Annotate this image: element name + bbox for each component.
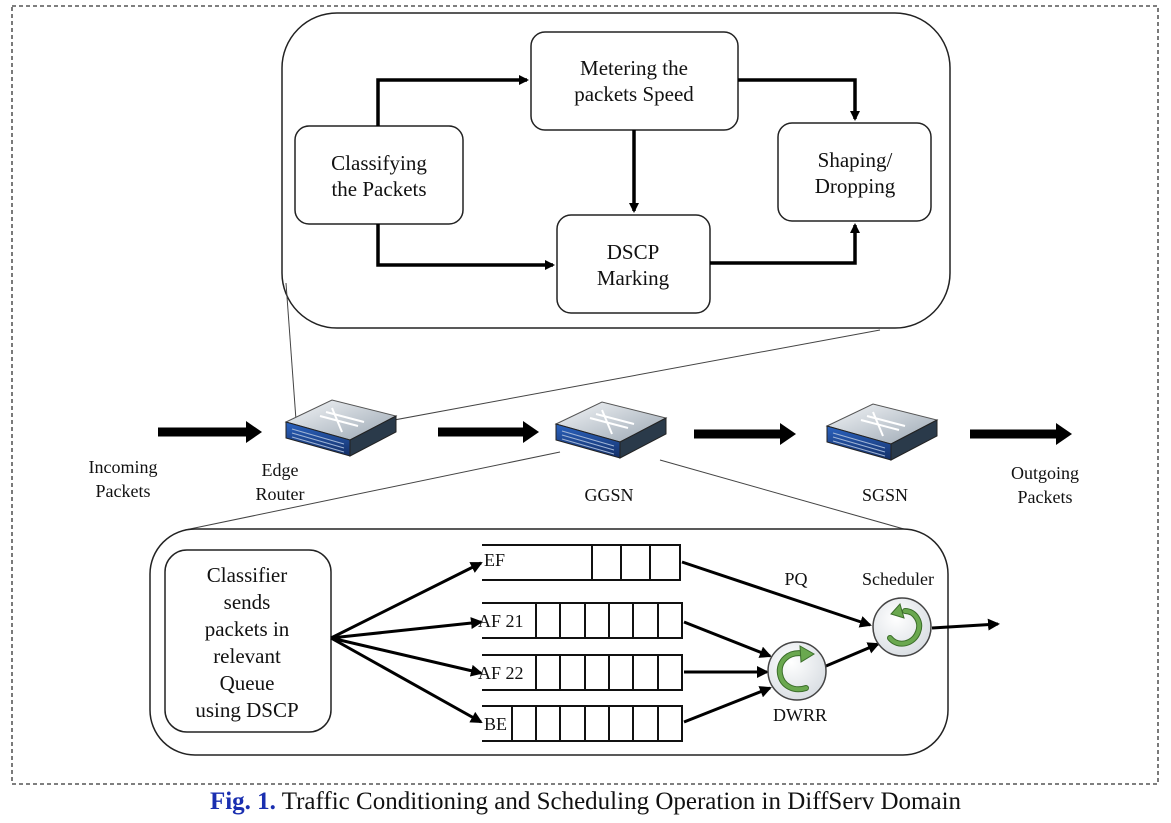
metering-label-1: Metering the xyxy=(580,56,688,80)
arrow-be-to-dwrr xyxy=(683,686,772,724)
edge-router-label-2: Router xyxy=(256,484,305,504)
top-panel xyxy=(281,12,951,329)
pq-label: PQ xyxy=(784,569,807,589)
queue-label-ef: EF xyxy=(484,550,505,570)
queue-af21 xyxy=(482,602,683,639)
arrow-classify-to-mark xyxy=(376,224,555,270)
edge-router-icon xyxy=(285,399,397,457)
zoom-line-left xyxy=(285,282,297,421)
ggsn-router-icon xyxy=(555,401,667,459)
classifier-label-3: packets in xyxy=(205,617,290,641)
queue-af22 xyxy=(482,654,683,691)
classifier-label-4: relevant xyxy=(213,644,281,668)
classifier-label-5: Queue xyxy=(220,671,275,695)
figure-number: Fig. 1. xyxy=(209,788,276,815)
queue-be xyxy=(482,705,683,742)
marking-label-2: Marking xyxy=(597,266,670,290)
classifying-label-2: the Packets xyxy=(331,177,426,201)
outgoing-label-1: Outgoing xyxy=(1011,463,1079,483)
arrow-to-ef xyxy=(330,561,483,640)
classifying-label-1: Classifying xyxy=(331,151,427,175)
ggsn-label: GGSN xyxy=(584,485,633,505)
shaping-label-2: Dropping xyxy=(815,174,896,198)
figure-caption-text: Traffic Conditioning and Scheduling Oper… xyxy=(281,788,962,815)
arrowhead-ggsn-to-sgsn xyxy=(780,423,796,445)
edge-router-label-1: Edge xyxy=(262,460,299,480)
sgsn-router-icon xyxy=(826,403,938,461)
outgoing-label-2: Packets xyxy=(1018,487,1073,507)
dwrr-icon xyxy=(767,641,827,701)
shaping-label-1: Shaping/ xyxy=(818,148,893,172)
arrow-af21-to-dwrr xyxy=(683,620,772,658)
scheduler-label: Scheduler xyxy=(862,569,934,589)
incoming-label-1: Incoming xyxy=(89,457,158,477)
arrow-to-be xyxy=(330,636,483,724)
arrow-ef-to-scheduler xyxy=(681,560,872,628)
arrowhead-outgoing xyxy=(1056,423,1072,445)
arrow-dwrr-to-scheduler xyxy=(825,642,880,668)
classifier-box xyxy=(164,549,332,733)
sgsn-label: SGSN xyxy=(862,485,908,505)
classifier-label-1: Classifier xyxy=(207,563,287,587)
arrow-to-af21 xyxy=(330,617,483,640)
zoom-line-right xyxy=(377,329,881,424)
marking-label-1: DSCP xyxy=(607,240,660,264)
outer-frame xyxy=(11,5,1159,785)
zoom-line-bottom-left xyxy=(184,451,561,531)
arrow-scheduler-out xyxy=(931,618,1000,631)
classifier-label-6: using DSCP xyxy=(195,698,298,722)
arrow-meter-to-shape xyxy=(738,78,860,121)
arrowhead-incoming xyxy=(246,421,262,443)
queue-label-af21: AF 21 xyxy=(478,611,524,631)
dwrr-label: DWRR xyxy=(773,705,827,725)
queue-ef xyxy=(482,544,681,581)
arrow-to-af22 xyxy=(330,636,483,677)
arrow-classify-to-meter xyxy=(376,75,529,126)
incoming-label-2: Packets xyxy=(96,481,151,501)
marking-box xyxy=(556,214,711,314)
arrowhead-edge-to-ggsn xyxy=(523,421,539,443)
classifying-box xyxy=(294,125,464,225)
queue-label-af22: AF 22 xyxy=(478,663,524,683)
metering-box xyxy=(530,31,739,131)
arrow-mark-to-shape xyxy=(710,223,860,265)
shaping-box xyxy=(777,122,932,222)
zoom-line-bottom-right xyxy=(659,459,919,534)
scheduler-icon xyxy=(872,597,932,657)
classifier-label-2: sends xyxy=(224,590,271,614)
metering-label-2: packets Speed xyxy=(574,82,694,106)
figure-caption: Fig. 1. Traffic Conditioning and Schedul… xyxy=(0,788,1171,816)
queue-label-be: BE xyxy=(484,714,507,734)
